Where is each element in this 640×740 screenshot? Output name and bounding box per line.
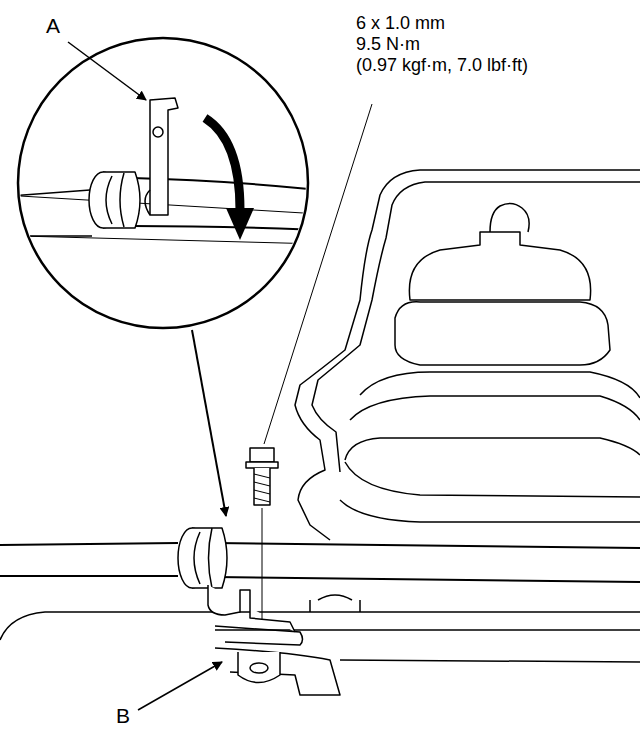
torque-value: 9.5 N·m (354, 35, 422, 55)
callout-letter: A (44, 14, 62, 37)
torque-conversion: (0.97 kgf·m, 7.0 lbf·ft) (354, 56, 530, 76)
callout-letter: B (114, 704, 132, 727)
bolt-size: 6 x 1.0 mm (354, 14, 447, 34)
